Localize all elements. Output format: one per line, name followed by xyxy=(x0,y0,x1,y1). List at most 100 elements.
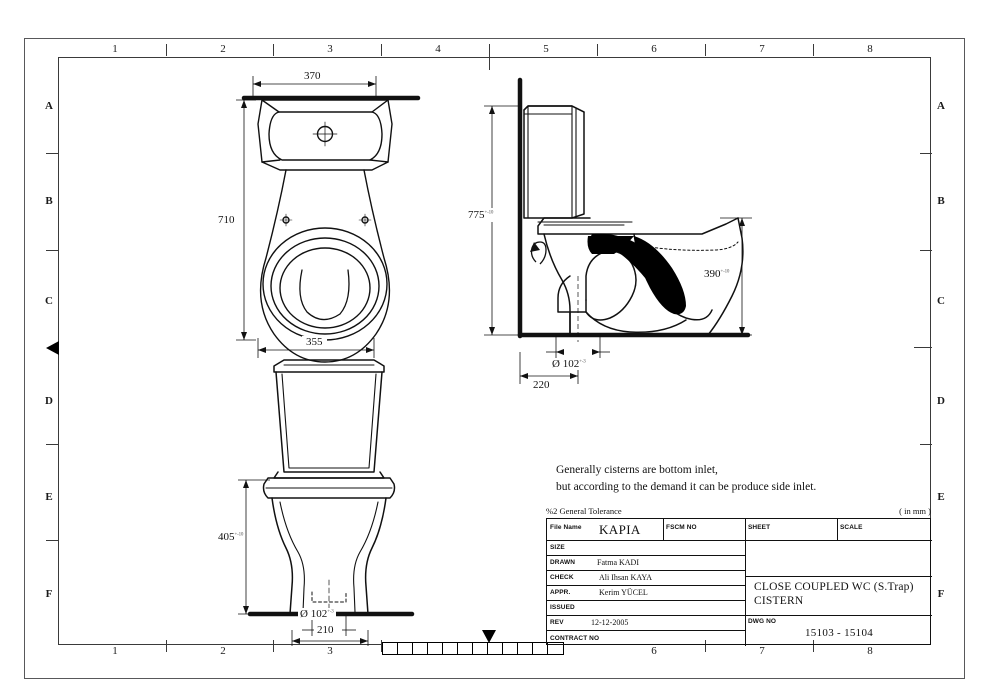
border-tick-left xyxy=(46,153,58,154)
zone-label-left-E: E xyxy=(45,491,53,503)
zone-label-bottom-6: 6 xyxy=(651,645,657,657)
border-tick-left xyxy=(46,444,58,445)
section-dim-wall: 220 xyxy=(530,379,553,391)
border-tick-left xyxy=(46,540,58,541)
note-line-1: Generally cisterns are bottom inlet, xyxy=(556,464,718,476)
drawing-title-line-1: CLOSE COUPLED WC (S.Trap) xyxy=(754,581,914,593)
tb-hrule xyxy=(547,600,745,602)
front-dim-outlet: Ø 102+-3 xyxy=(298,608,336,620)
graphic-scale-bar xyxy=(382,642,564,655)
tb-hrule xyxy=(547,630,745,632)
border-tick-top xyxy=(705,44,706,56)
section-dim-height: 775+-10 xyxy=(468,208,493,222)
zone-label-bottom-2: 2 xyxy=(220,645,226,657)
dwg-no-value: 15103 - 15104 xyxy=(805,627,874,639)
section-dim-outlet-tol: +-3 xyxy=(579,359,586,365)
border-tick-right xyxy=(920,444,932,445)
scale-label: SCALE xyxy=(840,524,863,531)
file-name-value: KAPIA xyxy=(599,522,641,537)
contract-no-label: CONTRACT NO xyxy=(550,635,600,642)
section-dim-right-value: 390 xyxy=(704,268,721,280)
front-elevation-view: 405+-10 Ø 102+-3 210 xyxy=(218,352,448,646)
zone-label-top-5: 5 xyxy=(543,43,549,55)
zone-label-right-D: D xyxy=(937,395,945,407)
section-dim-right: 390+-10 xyxy=(702,267,732,281)
plan-dim-bottom: 355 xyxy=(302,336,327,348)
border-tick-bottom xyxy=(381,640,382,652)
border-tick-top xyxy=(597,44,598,56)
sheet-label: SHEET xyxy=(748,524,771,531)
section-dim-height-tol: +-10 xyxy=(484,210,494,216)
tb-hrule xyxy=(745,615,932,617)
zone-label-right-C: C xyxy=(937,295,945,307)
tb-hrule xyxy=(547,615,745,617)
section-dim-outlet: Ø 102+-3 xyxy=(550,358,588,370)
zone-label-bottom-1: 1 xyxy=(112,645,118,657)
fscm-no-label: FSCM NO xyxy=(666,524,697,531)
front-dim-left-tol: +-10 xyxy=(234,532,244,538)
side-section-view: 775+-10 390+-10 Ø 102+-3 220 xyxy=(468,62,774,392)
border-tick-top xyxy=(273,44,274,56)
general-tolerance-label: %2 General Tolerance xyxy=(546,506,622,516)
section-dim-outlet-value: Ø 102 xyxy=(552,358,580,370)
center-mark-left-icon xyxy=(46,341,59,355)
border-tick-right xyxy=(920,153,932,154)
drawing-frame xyxy=(58,57,931,645)
drawing-title-line-2: CISTERN xyxy=(754,595,804,607)
issued-label: ISSUED xyxy=(550,604,575,611)
front-dim-outlet-value: Ø 102 xyxy=(300,608,328,620)
zone-label-top-7: 7 xyxy=(759,43,765,55)
zone-label-top-3: 3 xyxy=(327,43,333,55)
front-dim-outlet-tol: +-3 xyxy=(327,609,334,615)
border-tick-bottom xyxy=(166,640,167,652)
drawn-label: DRAWN xyxy=(550,559,576,566)
border-tick-top xyxy=(489,44,490,70)
plan-view: 370 710 355 xyxy=(218,62,452,363)
border-tick-right xyxy=(920,250,932,251)
front-dim-width: 210 xyxy=(314,624,337,636)
size-label: SIZE xyxy=(550,544,565,551)
check-label: CHECK xyxy=(550,574,574,581)
zone-label-right-A: A xyxy=(937,100,945,112)
border-tick-bottom xyxy=(705,640,706,652)
plan-dim-left: 710 xyxy=(218,212,235,228)
zone-label-left-B: B xyxy=(45,195,53,207)
zone-label-left-A: A xyxy=(45,100,53,112)
rev-label: REV xyxy=(550,619,564,626)
check-value: Ali Ihsan KAYA xyxy=(599,573,653,582)
zone-label-bottom-3: 3 xyxy=(327,645,333,657)
zone-label-right-E: E xyxy=(937,491,945,503)
dwg-no-label: DWG NO xyxy=(748,618,777,625)
tb-hrule xyxy=(547,570,745,572)
border-tick-bottom xyxy=(813,640,814,652)
section-dim-height-value: 775 xyxy=(468,209,485,221)
zone-label-bottom-8: 8 xyxy=(867,645,873,657)
section-dim-right-tol: +-10 xyxy=(720,269,730,275)
drawn-value: Fatma KADI xyxy=(597,558,639,567)
tb-hrule xyxy=(745,576,932,578)
border-tick-top xyxy=(813,44,814,56)
tb-hrule xyxy=(547,555,745,557)
center-mark-bottom-icon xyxy=(482,630,496,643)
appr-label: APPR. xyxy=(550,589,571,596)
border-tick-left xyxy=(46,250,58,251)
tb-vrule xyxy=(837,519,839,540)
appr-value: Kerim YÜCEL xyxy=(599,588,648,597)
plan-dim-top: 370 xyxy=(300,70,325,82)
zone-label-top-4: 4 xyxy=(435,43,441,55)
zone-label-top-2: 2 xyxy=(220,43,226,55)
border-tick-bottom xyxy=(273,640,274,652)
zone-label-left-D: D xyxy=(45,395,53,407)
file-name-label: File Name xyxy=(550,524,582,531)
tb-hrule xyxy=(547,540,932,542)
tb-vrule xyxy=(663,519,665,540)
zone-label-top-6: 6 xyxy=(651,43,657,55)
zone-label-top-8: 8 xyxy=(867,43,873,55)
front-dim-left: 405+-10 xyxy=(218,530,243,544)
zone-label-left-F: F xyxy=(45,588,53,600)
note-line-2: but according to the demand it can be pr… xyxy=(556,481,817,493)
zone-label-top-1: 1 xyxy=(112,43,118,55)
border-tick-right xyxy=(914,347,932,348)
tolerance-line: %2 General Tolerance ( in mm ) xyxy=(546,506,931,516)
